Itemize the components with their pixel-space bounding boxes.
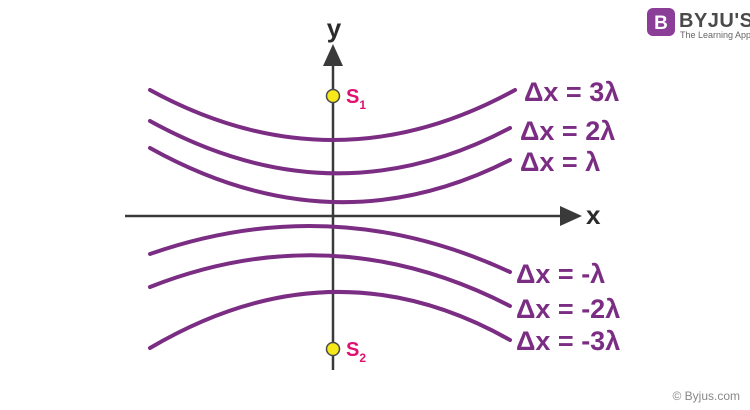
source-s2: S2 xyxy=(325,339,366,365)
source-s2-label: S2 xyxy=(346,339,366,365)
byjus-tagline: The Learning App xyxy=(680,30,750,40)
label-delta-lambda: Δx = λ xyxy=(520,147,600,177)
curve-delta-3-lambda xyxy=(148,88,517,142)
label-delta-minus-2-lambda: Δx = -2λ xyxy=(516,294,620,324)
x-axis-label: x xyxy=(586,200,601,230)
curve-delta-minus-lambda xyxy=(148,223,512,274)
source-s2-dot xyxy=(325,341,341,357)
label-delta-2-lambda: Δx = 2λ xyxy=(520,116,615,146)
source-s1-dot xyxy=(325,88,341,104)
axes: y x xyxy=(125,13,601,370)
curve-delta-minus-2-lambda xyxy=(148,253,512,308)
y-axis-arrow xyxy=(323,44,343,66)
byjus-logo-badge xyxy=(647,8,675,36)
byjus-brand-name: BYJU'S xyxy=(679,10,750,32)
byjus-logo: B BYJU'S The Learning App xyxy=(647,8,750,40)
curve-delta-lambda xyxy=(148,146,512,205)
label-delta-minus-3-lambda: Δx = -3λ xyxy=(516,326,620,356)
source-s1: S1 xyxy=(325,86,366,112)
x-axis-arrow xyxy=(560,206,582,226)
label-delta-3-lambda: Δx = 3λ xyxy=(524,77,619,107)
curve-delta-2-lambda xyxy=(148,119,512,176)
label-delta-minus-lambda: Δx = -λ xyxy=(516,259,605,289)
copyright-text: © Byjus.com xyxy=(672,389,740,403)
source-s1-label: S1 xyxy=(346,86,366,112)
byjus-logo-letter: B xyxy=(654,13,668,34)
curve-delta-minus-3-lambda xyxy=(148,290,512,350)
y-axis-label: y xyxy=(327,13,342,43)
